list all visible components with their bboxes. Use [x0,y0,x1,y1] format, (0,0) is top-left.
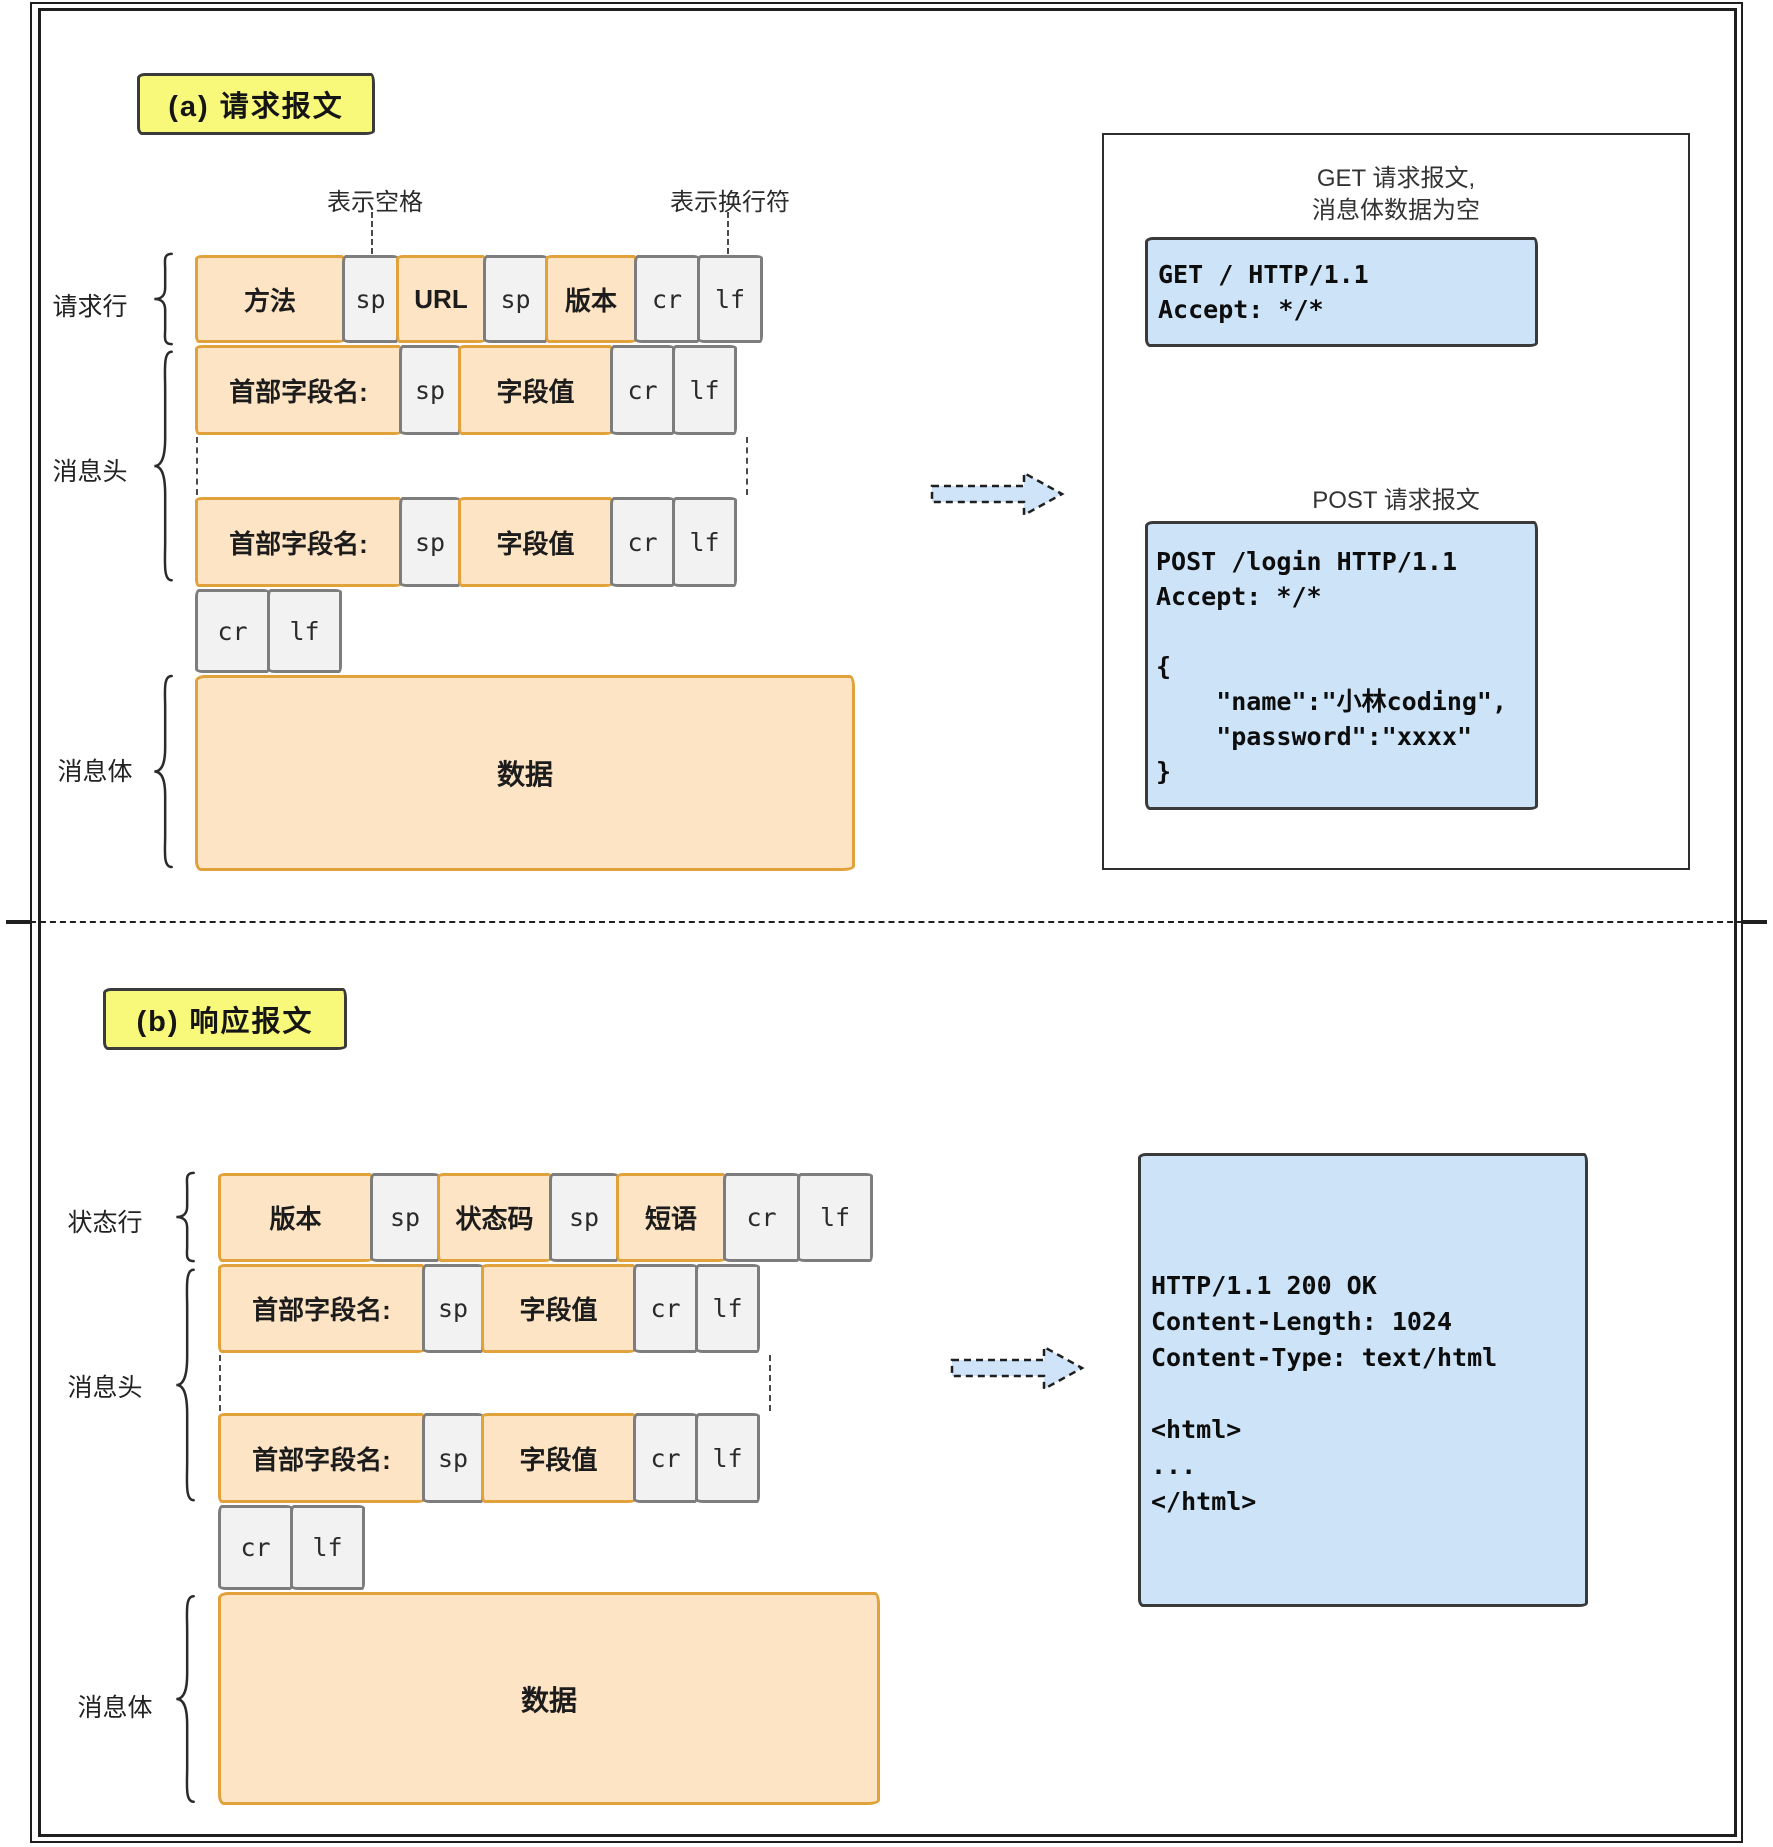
get-example-box: GET / HTTP/1.1 Accept: */* [1145,237,1538,347]
label-body-a: 消息体 [57,758,133,786]
header-gap-dash-right-b [769,1355,771,1411]
divider-right-tick [1741,920,1767,924]
request-line-row: 方法 sp URL sp 版本 cr lf [195,255,763,343]
cell-version: 版本 [218,1173,373,1262]
cell-header-name: 首部字段名: [218,1264,425,1353]
label-headers-b: 消息头 [67,1374,143,1402]
get-example-title: GET 请求报文, 消息体数据为空 [1312,165,1480,225]
arrow-right-a [930,470,1065,518]
body-box-b: 数据 [218,1592,880,1805]
cell-lf: lf [695,1413,760,1503]
annotation-space-pointer [371,212,373,254]
cell-lf: lf [290,1505,365,1590]
cell-sp: sp [422,1413,484,1503]
header-gap-dash-left-a [196,437,198,495]
label-status-line: 状态行 [67,1209,143,1237]
post-example-box: POST /login HTTP/1.1 Accept: */* { "name… [1145,521,1538,810]
header-row-a2: 首部字段名: sp 字段值 cr lf [195,497,737,587]
cell-sp: sp [549,1173,619,1262]
post-example-code: POST /login HTTP/1.1 Accept: */* { "name… [1156,547,1508,786]
cell-cr: cr [633,1264,698,1353]
cell-method: 方法 [195,255,345,343]
post-example-title: POST 请求报文 [1312,487,1480,514]
cell-cr: cr [723,1173,800,1262]
annotation-newline-pointer [727,212,729,254]
cell-header-name: 首部字段名: [195,497,402,587]
cell-lf: lf [797,1173,873,1262]
cell-header-name: 首部字段名: [195,345,402,435]
annotation-space: 表示空格 [327,189,423,216]
cell-lf: lf [672,497,737,587]
crlf-row-a: cr lf [195,589,342,673]
cell-header-value: 字段值 [481,1264,636,1353]
arrow-right-b [950,1344,1085,1392]
cell-lf: lf [672,345,737,435]
label-headers-a: 消息头 [52,458,128,486]
cell-lf: lf [697,255,763,343]
header-row-a1: 首部字段名: sp 字段值 cr lf [195,345,737,435]
brace-headers-a [150,347,176,585]
brace-headers-b [172,1265,198,1505]
section-a-tag: (a) 请求报文 [137,73,375,135]
cell-cr: cr [634,255,700,343]
cell-lf: lf [267,589,342,673]
brace-request-line [150,252,176,346]
cell-cr: cr [610,497,675,587]
cell-status-code: 状态码 [437,1173,552,1262]
get-example-code: GET / HTTP/1.1 Accept: */* [1158,260,1369,324]
crlf-row-b: cr lf [218,1505,365,1590]
response-example-code: HTTP/1.1 200 OK Content-Length: 1024 Con… [1151,1271,1498,1516]
body-box-a: 数据 [195,675,855,871]
response-example-box: HTTP/1.1 200 OK Content-Length: 1024 Con… [1138,1153,1588,1607]
annotation-newline: 表示换行符 [670,189,790,216]
cell-header-value: 字段值 [458,497,613,587]
examples-panel-a [1102,133,1690,870]
cell-cr: cr [633,1413,698,1503]
label-request-line: 请求行 [52,293,128,321]
header-row-b2: 首部字段名: sp 字段值 cr lf [218,1413,760,1503]
cell-cr: cr [195,589,270,673]
cell-cr: cr [610,345,675,435]
brace-body-b [172,1592,198,1806]
cell-header-value: 字段值 [458,345,613,435]
cell-sp: sp [399,345,461,435]
status-line-row: 版本 sp 状态码 sp 短语 cr lf [218,1173,873,1262]
cell-url: URL [396,255,486,343]
cell-sp: sp [342,255,399,343]
cell-lf: lf [695,1264,760,1353]
cell-sp: sp [483,255,548,343]
brace-status-line [172,1171,198,1263]
cell-sp: sp [370,1173,440,1262]
header-gap-dash-right-a [746,437,748,495]
cell-version: 版本 [545,255,637,343]
cell-reason-phrase: 短语 [616,1173,726,1262]
cell-header-name: 首部字段名: [218,1413,425,1503]
cell-sp: sp [422,1264,484,1353]
label-body-b: 消息体 [77,1694,153,1722]
cell-sp: sp [399,497,461,587]
cell-cr: cr [218,1505,293,1590]
divider-left-tick [6,920,32,924]
brace-body-a [150,672,176,871]
section-divider [10,921,1763,923]
header-row-b1: 首部字段名: sp 字段值 cr lf [218,1264,760,1353]
cell-header-value: 字段值 [481,1413,636,1503]
section-b-tag: (b) 响应报文 [103,988,347,1050]
header-gap-dash-left-b [219,1355,221,1411]
